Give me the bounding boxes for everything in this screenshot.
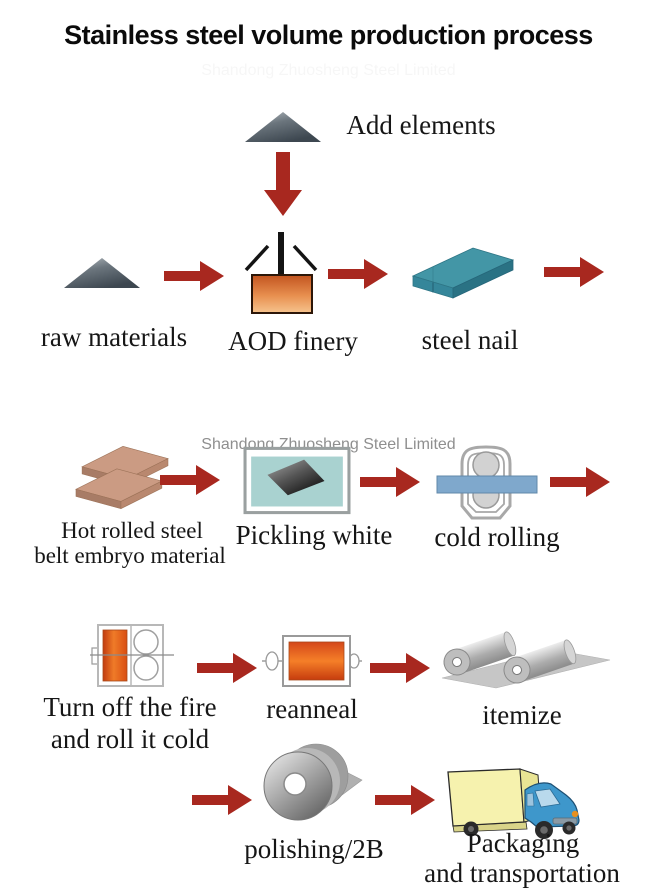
step-label-hot-rolled-line2: belt embryo material — [34, 543, 226, 568]
arrow-right-icon — [360, 464, 422, 500]
ore-pile-triangle-icon — [243, 110, 323, 144]
arrow-right-icon — [375, 782, 437, 818]
ore-pile-triangle-icon — [62, 255, 142, 291]
arrow-right-icon — [370, 650, 432, 686]
step-label-polishing: polishing/2B — [244, 834, 384, 864]
step-label-reanneal: reanneal — [266, 694, 358, 724]
step-label-add-elements: Add elements — [346, 110, 496, 140]
pickling-tank-icon — [243, 446, 351, 516]
step-label-cold-rolling: cold rolling — [434, 522, 560, 552]
arrow-right-icon — [164, 258, 226, 294]
arrow-right-icon — [544, 254, 606, 290]
arrow-right-icon — [550, 464, 612, 500]
arrow-right-icon — [197, 650, 259, 686]
reanneal-box-icon — [262, 630, 362, 692]
step-label-pickling-white: Pickling white — [235, 520, 393, 550]
step-label-steel-nail: steel nail — [421, 325, 519, 355]
arrow-right-icon — [192, 782, 254, 818]
step-label-hot-rolled-line1: Hot rolled steel — [61, 518, 203, 543]
step-label-itemize: itemize — [482, 700, 562, 730]
step-label-packaging-line2: and transportation — [424, 858, 620, 888]
faint-watermark: Shandong Zhuosheng Steel Limited — [201, 62, 456, 79]
step-label-turn-off-fire-line2: and roll it cold — [50, 724, 210, 754]
step-label-packaging-line1: Packaging — [466, 828, 580, 858]
arrow-right-icon — [160, 462, 222, 498]
page-title: Stainless steel volume production proces… — [64, 20, 593, 50]
step-label-turn-off-fire-line1: Turn off the fire — [43, 692, 217, 722]
rolling-mill-icon — [436, 444, 538, 524]
steel-billet-icon — [410, 242, 518, 300]
steel-coil-icon — [258, 743, 368, 824]
delivery-truck-icon — [441, 760, 591, 842]
step-label-aod-finery: AOD finery — [228, 326, 358, 356]
annealing-furnace-icon — [90, 622, 174, 692]
step-label-raw-materials: raw materials — [40, 322, 188, 352]
arrow-right-icon — [328, 256, 390, 292]
aod-converter-icon — [238, 228, 324, 318]
slitting-rollers-icon — [440, 631, 612, 690]
stacked-slabs-icon — [75, 442, 170, 514]
arrow-down-icon — [262, 152, 304, 218]
